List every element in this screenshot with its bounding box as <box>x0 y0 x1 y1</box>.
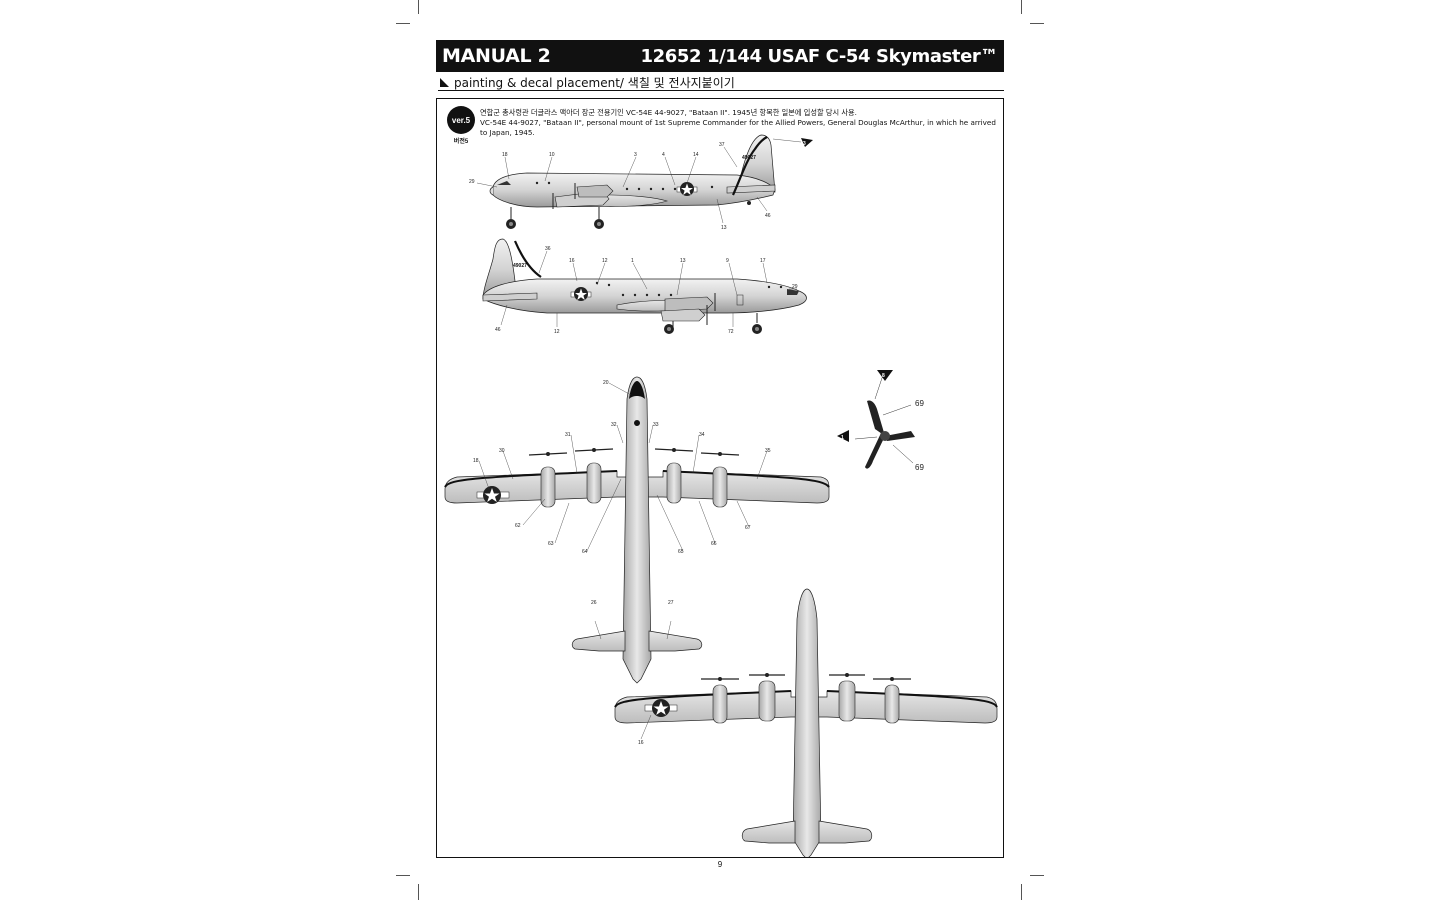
landing-gear <box>506 201 751 229</box>
svg-text:3: 3 <box>803 141 806 147</box>
version-description: 연합군 총사령관 더글라스 맥아더 장군 전용기인 VC-54E 44-9027… <box>480 108 1000 138</box>
version-badge: ver.5 <box>447 106 475 134</box>
astrodome <box>634 420 640 426</box>
svg-text:3: 3 <box>634 152 637 158</box>
fin-stripe <box>513 240 542 278</box>
svg-text:13: 13 <box>721 225 727 231</box>
description-english: VC-54E 44-9027, "Bataan II", personal mo… <box>480 118 996 137</box>
svg-text:30: 30 <box>499 448 505 454</box>
svg-text:66: 66 <box>711 541 717 547</box>
svg-text:64: 64 <box>582 549 588 555</box>
svg-text:26: 26 <box>591 600 597 606</box>
cabin-windows <box>535 181 714 191</box>
fuselage <box>482 278 807 314</box>
svg-text:31: 31 <box>565 432 571 438</box>
svg-text:20: 20 <box>603 380 609 386</box>
crop-mark <box>418 884 419 900</box>
svg-text:9: 9 <box>726 258 729 264</box>
svg-text:12: 12 <box>602 258 608 264</box>
fin-registration: 49027 <box>513 263 527 269</box>
manual-page: MANUAL 2 12652 1/144 USAF C-54 Skymaster… <box>436 40 1004 869</box>
crop-mark <box>396 875 410 876</box>
svg-text:63: 63 <box>548 541 554 547</box>
svg-text:8: 8 <box>882 373 885 379</box>
side-view-left: 49027 <box>469 134 813 231</box>
decal-marker <box>801 138 813 147</box>
star-insignia <box>644 699 678 717</box>
section-label: painting & decal placement/ 색칠 및 전사지붙이기 <box>454 75 735 90</box>
svg-text:34: 34 <box>699 432 705 438</box>
version-badge-korean: 버전5 <box>453 139 469 145</box>
svg-text:14: 14 <box>693 152 699 158</box>
svg-text:1: 1 <box>841 435 844 441</box>
svg-text:67: 67 <box>745 525 751 531</box>
svg-text:29: 29 <box>469 179 475 185</box>
svg-text:4: 4 <box>662 152 665 158</box>
section-subheader: painting & decal placement/ 색칠 및 전사지붙이기 <box>438 74 1004 91</box>
svg-text:33: 33 <box>653 422 659 428</box>
crop-mark <box>1030 23 1044 24</box>
svg-text:36: 36 <box>545 246 551 252</box>
crop-mark <box>396 23 410 24</box>
star-insignia <box>476 486 510 504</box>
svg-text:35: 35 <box>765 448 771 454</box>
svg-text:46: 46 <box>495 327 501 333</box>
svg-text:27: 27 <box>668 600 674 606</box>
svg-text:10: 10 <box>549 152 555 158</box>
aircraft-diagram: 49027 <box>444 134 998 857</box>
engines <box>528 448 740 508</box>
fin-stripe <box>731 136 768 196</box>
svg-text:29: 29 <box>792 284 798 290</box>
product-title: 12652 1/144 USAF C-54 Skymaster™ <box>640 45 999 67</box>
svg-text:16: 16 <box>569 258 575 264</box>
crop-mark <box>418 0 419 14</box>
svg-text:12: 12 <box>554 329 560 335</box>
svg-text:65: 65 <box>678 549 684 555</box>
svg-text:16: 16 <box>638 740 644 746</box>
svg-text:32: 32 <box>611 422 617 428</box>
side-view-right: 49027 <box>482 238 807 335</box>
bottom-view: 16 <box>614 588 998 857</box>
svg-text:69: 69 <box>915 463 924 472</box>
svg-text:62: 62 <box>515 523 521 529</box>
instruction-frame: ver.5 버전5 연합군 총사령관 더글라스 맥아더 장군 전용기인 VC-5… <box>436 98 1004 858</box>
crop-mark <box>1021 884 1022 900</box>
crop-mark <box>1030 875 1044 876</box>
svg-text:37: 37 <box>719 142 725 148</box>
svg-text:13: 13 <box>680 258 686 264</box>
svg-text:18: 18 <box>473 458 479 464</box>
fuselage <box>792 588 822 857</box>
page-number: 9 <box>717 860 723 869</box>
star-insignia <box>570 287 592 301</box>
nose-anti-glare <box>629 381 645 399</box>
crop-mark <box>1021 0 1022 14</box>
star-insignia <box>676 182 698 196</box>
fin-registration: 49027 <box>742 155 756 161</box>
triangle-icon <box>440 77 449 87</box>
header-bar: MANUAL 2 12652 1/144 USAF C-54 Skymaster… <box>436 40 1004 72</box>
svg-text:72: 72 <box>728 329 734 335</box>
engine-nacelles <box>552 183 614 209</box>
propeller-detail: 8 1 69 69 <box>837 370 924 472</box>
svg-text:17: 17 <box>760 258 766 264</box>
fuselage <box>622 376 652 684</box>
svg-text:69: 69 <box>915 399 924 408</box>
top-view: 20 32 33 31 34 18 30 35 62 63 64 65 66 6… <box>444 376 830 684</box>
description-korean: 연합군 총사령관 더글라스 맥아더 장군 전용기인 VC-54E 44-9027… <box>480 108 857 117</box>
wing-leading-edge <box>444 470 618 488</box>
svg-text:1: 1 <box>631 258 634 264</box>
manual-label: MANUAL 2 <box>442 45 551 67</box>
svg-text:18: 18 <box>502 152 508 158</box>
svg-text:46: 46 <box>765 213 771 219</box>
